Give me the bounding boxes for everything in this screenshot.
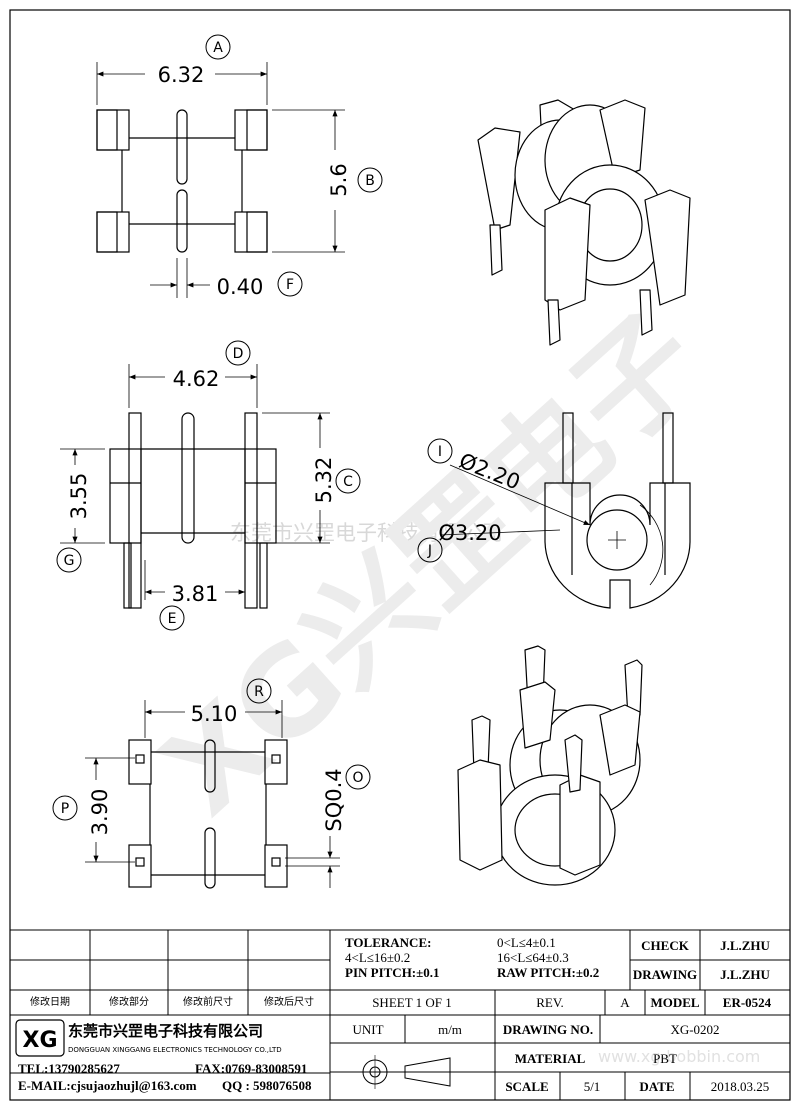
drawing-no-label: DRAWING NO.	[503, 1022, 593, 1037]
drawing-value: J.L.ZHU	[720, 967, 770, 982]
callout-r: R	[254, 684, 264, 700]
callout-c: C	[343, 474, 353, 490]
scale-label: SCALE	[505, 1079, 548, 1094]
dim-b-value: 5.6	[327, 163, 351, 196]
qq: QQ : 598076508	[222, 1078, 312, 1093]
rev-header-after: 修改后尺寸	[264, 995, 314, 1008]
pin-pitch: PIN PITCH:±0.1	[345, 965, 440, 980]
callout-circle-r	[246, 678, 272, 704]
callout-circle-b	[357, 167, 383, 193]
dim-f-value: 0.40	[217, 275, 264, 299]
rev-value: A	[620, 995, 630, 1010]
callout-g: G	[64, 553, 75, 569]
isometric-view-top	[477, 99, 691, 346]
dim-r-value: 5.10	[191, 702, 238, 726]
callout-o: O	[352, 770, 363, 786]
callout-circle-e	[159, 605, 185, 631]
callout-circle-i	[427, 438, 453, 464]
rev-header-part: 修改部分	[109, 995, 149, 1008]
model-value: ER-0524	[723, 995, 772, 1010]
callout-circle-o	[345, 764, 371, 790]
callout-a: A	[213, 40, 223, 56]
sheet-border	[9, 9, 791, 1101]
isometric-view-bottom	[457, 645, 643, 886]
bottom-view	[85, 700, 340, 889]
email: E-MAIL:cjsujaozhujl@163.com	[18, 1078, 197, 1093]
front-view	[60, 364, 330, 609]
check-label: CHECK	[641, 938, 690, 953]
callout-p: P	[61, 801, 69, 817]
dim-g-value: 3.55	[67, 473, 91, 520]
top-view	[96, 62, 345, 298]
dim-d-value: 4.62	[173, 367, 220, 391]
dim-p-value: 3.90	[88, 789, 112, 836]
raw-pitch: RAW PITCH:±0.2	[497, 965, 599, 980]
date-label: DATE	[639, 1079, 674, 1094]
check-value: J.L.ZHU	[720, 938, 770, 953]
tolerance-range-1: 0<L≤4±0.1	[497, 935, 556, 950]
company-name-en: DONGGUAN XINGGANG ELECTRONICS TECHNOLOGY…	[68, 1046, 282, 1054]
rev-label: REV.	[536, 995, 564, 1010]
sheet-label: SHEET 1 OF 1	[372, 995, 452, 1010]
model-label: MODEL	[650, 995, 699, 1010]
title-block	[10, 929, 790, 1100]
callout-j: J	[427, 543, 432, 559]
callout-circle-c	[335, 468, 361, 494]
callout-b: B	[365, 173, 375, 189]
callout-e: E	[168, 611, 177, 627]
callout-i: I	[438, 444, 442, 460]
callout-circle-j	[417, 537, 443, 563]
tolerance-range-3: 16<L≤64±0.3	[497, 950, 569, 965]
callout-circle-p	[52, 795, 78, 821]
callout-circle-f	[277, 271, 303, 297]
material-label: MATERIAL	[515, 1051, 586, 1066]
callout-f: F	[286, 277, 294, 293]
unit-label: UNIT	[352, 1022, 383, 1037]
scale-value: 5/1	[584, 1079, 601, 1094]
dim-e-value: 3.81	[172, 582, 219, 606]
tolerance-range-2: 4<L≤16±0.2	[345, 950, 410, 965]
unit-value: m/m	[438, 1022, 462, 1037]
watermark-url: www.xg-bobbin.com	[598, 1047, 760, 1066]
tolerance-label: TOLERANCE:	[345, 935, 431, 950]
callout-d: D	[233, 346, 244, 362]
side-view	[439, 412, 691, 609]
fax: FAX:0769-83008591	[195, 1061, 307, 1076]
dim-j-value: Ø3.20	[438, 521, 501, 545]
company-name-cn: 东莞市兴罡电子科技有限公司	[68, 1022, 263, 1040]
material-value: PBT	[653, 1051, 677, 1066]
dim-c-value: 5.32	[312, 457, 336, 504]
callout-circle-g	[56, 547, 82, 573]
rev-header-date: 修改日期	[30, 995, 70, 1008]
callout-circle-d	[225, 340, 251, 366]
company-logo: XG	[15, 1019, 65, 1057]
callout-circle-a	[205, 34, 231, 60]
drawing-label: DRAWING	[633, 967, 697, 982]
logo-text: XG	[22, 1028, 57, 1053]
rev-header-before: 修改前尺寸	[183, 995, 233, 1008]
date-value: 2018.03.25	[711, 1079, 770, 1094]
dim-a-value: 6.32	[158, 63, 205, 87]
dim-o-value: SQ0.4	[322, 768, 346, 831]
tel: TEL:13790285627	[18, 1061, 120, 1076]
drawing-no-value: XG-0202	[670, 1022, 719, 1037]
